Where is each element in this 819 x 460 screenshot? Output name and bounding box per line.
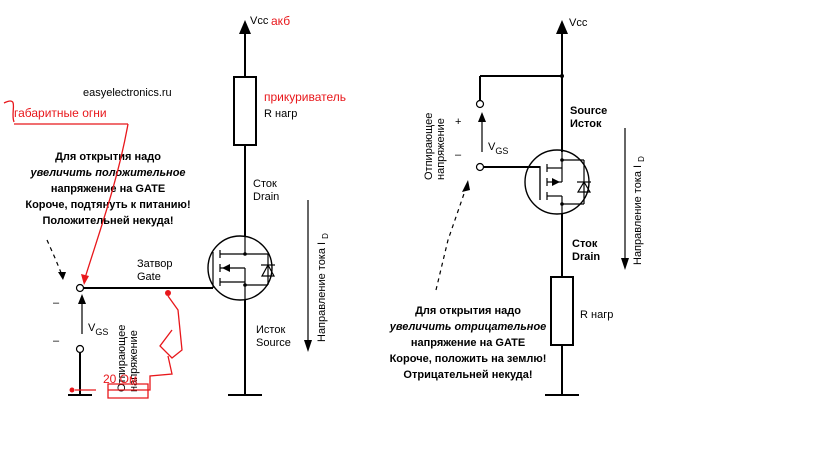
right-source-ru: Исток [570, 118, 602, 130]
right-vgs-plus: + [455, 116, 461, 128]
parking-lights-note: габаритные огни [14, 106, 107, 120]
right-mosfet [524, 149, 592, 215]
right-instr-line5: Отрицательней некуда! [403, 369, 532, 381]
left-current-label: Направление тока I D [316, 233, 330, 342]
left-pointer-dashed [46, 239, 63, 276]
left-resistor-note: прикуриватель [264, 90, 346, 104]
red-annotations: габаритные огни 20 Ом [3, 100, 183, 399]
right-pointer-dashed [435, 187, 467, 291]
right-vgs-terminal-bottom [475, 162, 485, 172]
right-lock-voltage-1: Отпирающее [423, 113, 435, 180]
right-instr-line3: напряжение на GATE [411, 337, 525, 349]
right-circuit: Vcc + – VGS Отпирающее напряжение Source… [389, 17, 646, 396]
right-instr-line2: увеличить отрицательное [389, 321, 547, 333]
left-source-en: Source [256, 337, 291, 349]
left-drain-en: Drain [253, 191, 279, 203]
left-vgs-minus: – [53, 335, 60, 347]
left-lock-voltage-2: напряжение [128, 330, 140, 392]
left-load-resistor [233, 76, 257, 146]
right-instruction: Для открытия надо увеличить отрицательно… [389, 305, 547, 381]
right-load-resistor [550, 276, 574, 346]
left-vcc-note: акб [271, 14, 290, 28]
right-vgs-minus: – [455, 149, 462, 161]
left-lock-voltage-1: Отпирающее [116, 325, 128, 392]
right-lock-voltage-2: напряжение [435, 118, 447, 180]
left-vgs-label: VGS [88, 322, 108, 337]
right-vgs-terminal-top [475, 99, 485, 109]
right-drain-ru: Сток [572, 238, 598, 250]
left-gate-ru: Затвор [137, 258, 173, 270]
left-instr-line2: увеличить положительное [29, 167, 185, 179]
right-source-en: Source [570, 105, 607, 117]
right-instr-line4: Короче, положить на землю! [390, 353, 547, 365]
left-mosfet [207, 235, 276, 301]
right-instr-line1: Для открытия надо [415, 305, 521, 317]
left-vcc-label: Vcc [250, 15, 269, 27]
left-drain-ru: Сток [253, 178, 277, 190]
left-source-ru: Исток [256, 324, 285, 336]
left-instr-line1: Для открытия надо [55, 151, 161, 163]
right-drain-en: Drain [572, 251, 600, 263]
left-gate-en: Gate [137, 271, 161, 283]
right-vgs-label: VGS [488, 141, 508, 156]
right-current-label: Направление тока I D [632, 156, 646, 265]
left-instr-line3: напряжение на GATE [51, 183, 165, 195]
site-label: easyelectronics.ru [83, 87, 172, 99]
left-vcc-arrow [239, 20, 251, 77]
resistor-value-note: 20 Ом [103, 372, 137, 386]
left-vgs-terminal [75, 344, 85, 354]
right-vcc-label: Vcc [569, 17, 588, 29]
left-instr-line5: Положительней некуда! [42, 215, 173, 227]
left-gate-terminal [75, 283, 85, 293]
left-vgs-minus-top: – [53, 297, 60, 309]
left-instruction: Для открытия надо увеличить положительно… [25, 151, 190, 227]
left-circuit: Vcc акб прикуриватель R нагр Сток Drain [3, 14, 346, 399]
right-resistor-label: R нагр [580, 309, 613, 321]
left-resistor-label: R нагр [264, 108, 297, 120]
